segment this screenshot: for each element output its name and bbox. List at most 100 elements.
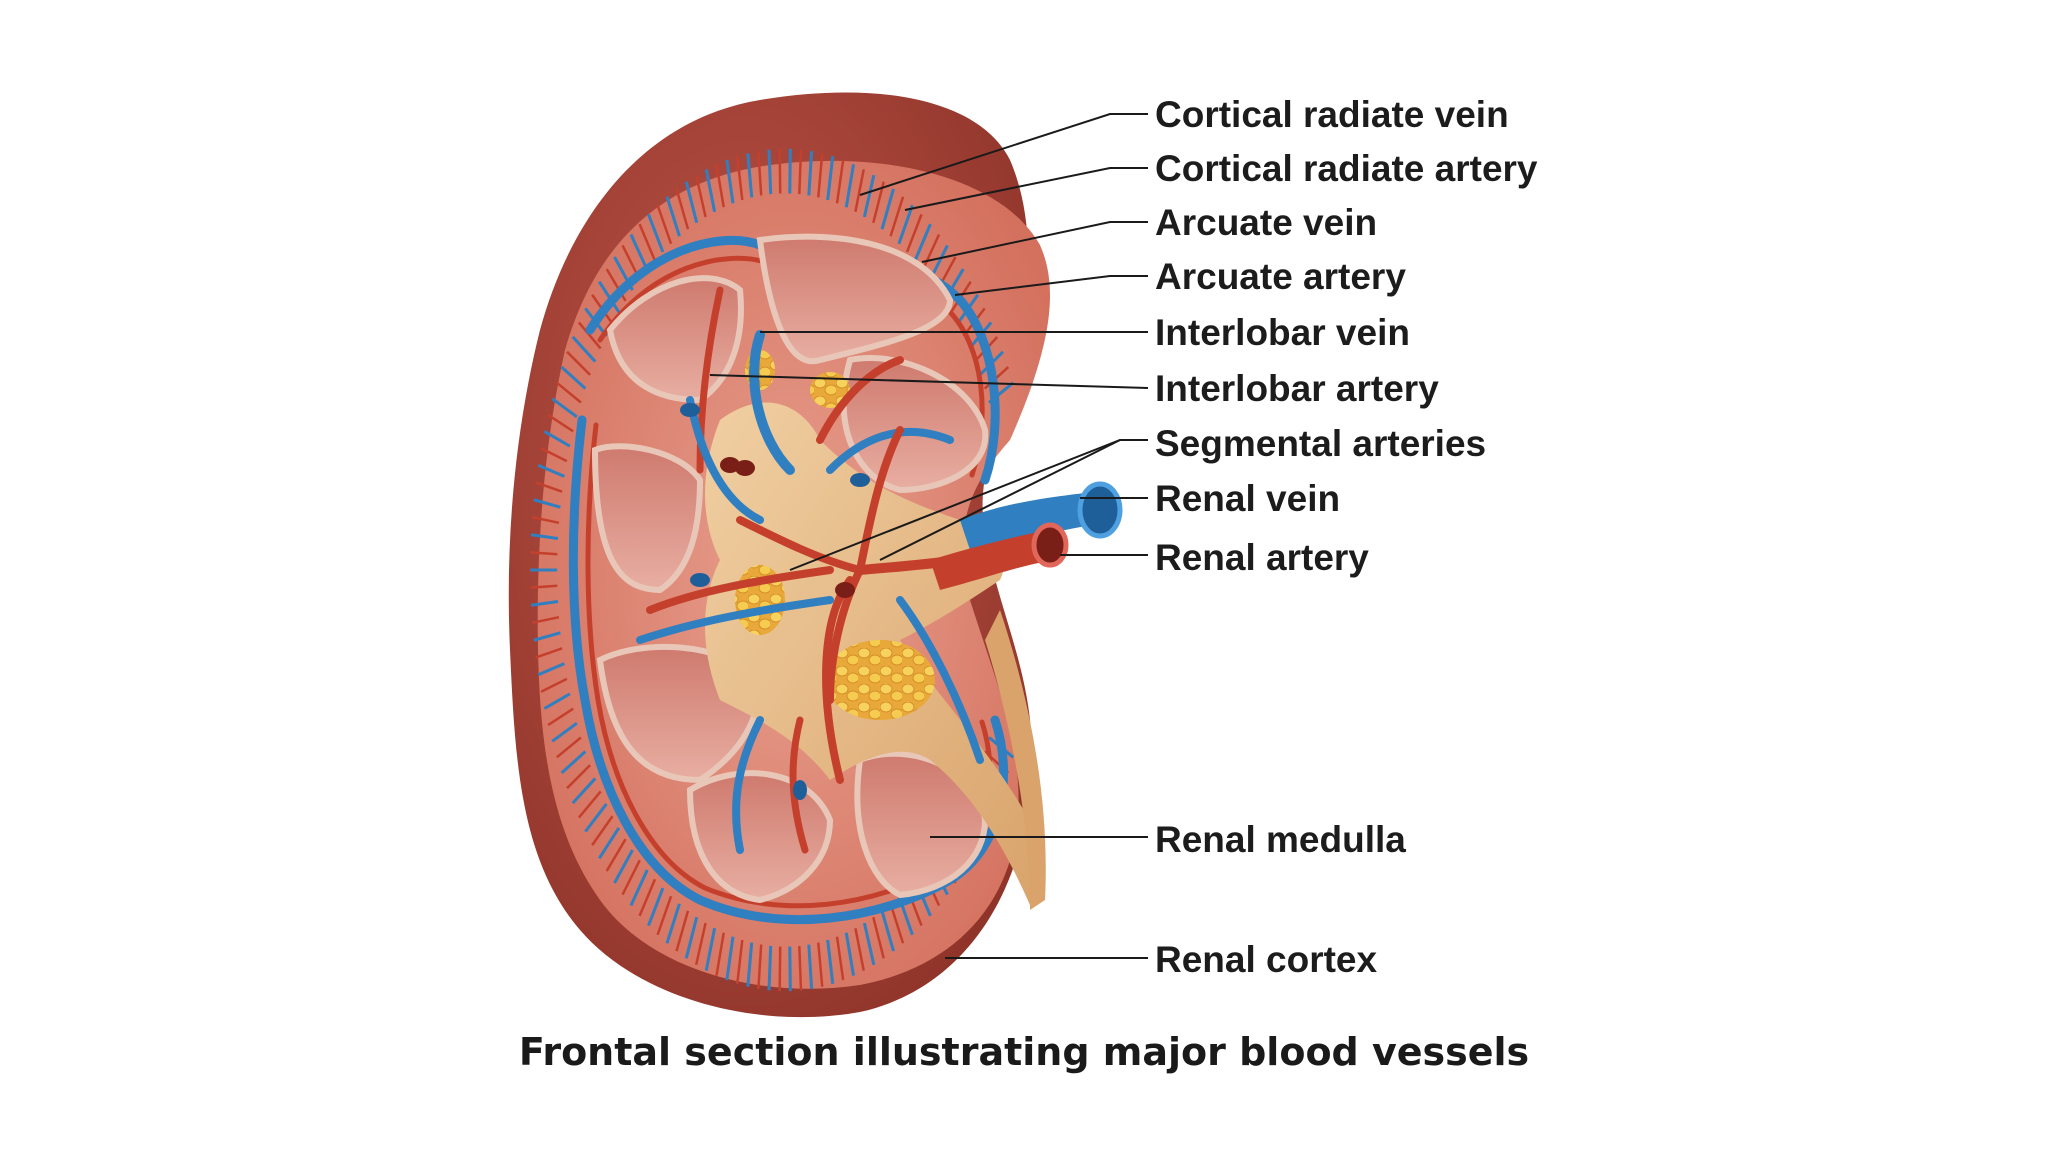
cortical-radiate-vessel xyxy=(629,869,649,907)
cortical-radiate-vessel xyxy=(788,946,792,992)
cortical-radiate-vessel xyxy=(537,662,565,677)
cortical-radiate-vessel xyxy=(551,721,578,743)
cortical-radiate-vessel xyxy=(844,932,855,976)
cortical-radiate-vessel xyxy=(807,151,814,196)
cortical-radiate-vessel xyxy=(880,188,895,230)
cortical-radiate-vessel xyxy=(736,939,744,984)
cortical-radiate-vessel xyxy=(530,551,558,556)
cortical-radiate-vessel xyxy=(638,223,657,262)
cortical-radiate-vessel xyxy=(577,321,602,350)
cortical-radiate-vessel xyxy=(571,335,597,363)
cortical-radiate-vessel xyxy=(725,159,735,204)
cortical-radiate-vessel xyxy=(530,584,558,589)
cortical-radiate-vessel xyxy=(547,707,574,727)
cortical-radiate-vessel xyxy=(547,413,574,433)
cortical-radiate-vessel xyxy=(537,463,565,478)
cortical-radiate-vessel xyxy=(835,159,845,204)
cortical-radiate-vessel xyxy=(560,750,587,775)
cortical-radiate-vessel xyxy=(533,631,561,642)
cortical-radiate-vessel xyxy=(778,946,782,992)
cortical-radiate-vessel xyxy=(621,859,641,896)
cortical-radiate-vessel xyxy=(826,156,835,201)
cortical-radiate-vessel xyxy=(613,849,634,884)
renal-sinus xyxy=(705,350,1046,910)
cortical-radiate-vessel xyxy=(715,164,725,208)
cortical-radiate-vessel xyxy=(835,936,845,981)
cortical-radiate-vessel xyxy=(889,903,905,944)
cortical-radiate-vessel xyxy=(540,677,568,693)
cortical-radiate-vessel xyxy=(555,381,582,404)
cortical-radiate-vessel xyxy=(694,174,707,218)
cortical-radiate-vessel xyxy=(725,936,735,981)
cortical-radiate-vessel xyxy=(817,942,824,987)
cortical-radiate-vessel xyxy=(566,764,591,790)
cortical-radiate-vessel xyxy=(880,910,895,952)
label-cortical-radiate-artery: Cortical radiate artery xyxy=(1155,148,1538,189)
cortical-radiate-vessel xyxy=(551,397,578,419)
cortical-radiate-vessel xyxy=(543,692,571,710)
cortical-radiate-vessel xyxy=(798,149,803,195)
cortical-radiate-vessel xyxy=(530,600,559,607)
cortical-radiate-vessel xyxy=(571,777,597,805)
cortical-radiate-vessel xyxy=(531,515,560,525)
cortical-radiate-vessel xyxy=(684,181,699,224)
renal-hilum-vessels xyxy=(930,481,1123,590)
cortical-radiate-vessel xyxy=(531,615,560,625)
cortical-radiate-vessel xyxy=(629,233,649,271)
leader-arcuate-artery xyxy=(954,275,1148,296)
cortical-radiate-vessel xyxy=(746,942,754,987)
cortical-radiate-vessel xyxy=(862,174,876,218)
cortical-radiate-vessel xyxy=(817,153,824,198)
cortical-radiate-vessel xyxy=(684,916,699,959)
label-renal-artery: Renal artery xyxy=(1155,537,1369,578)
cortical-radiate-vessel xyxy=(913,223,932,262)
label-cortical-radiate-vein: Cortical radiate vein xyxy=(1155,94,1509,135)
cortical-radiate-vessel xyxy=(597,827,621,860)
label-segmental-arteries: Segmental arteries xyxy=(1155,423,1487,464)
cortical-radiate-vessel xyxy=(675,910,690,952)
cortical-radiate-vessel xyxy=(862,922,876,966)
leader-lines xyxy=(709,113,1149,959)
cortical-radiate-vessel xyxy=(905,213,923,253)
cortical-radiate-vessel xyxy=(854,169,865,213)
leader-cortical-radiate-artery xyxy=(904,167,1148,211)
label-interlobar-vein: Interlobar vein xyxy=(1155,312,1410,353)
cortical-radiate-vessel xyxy=(540,447,568,463)
label-renal-vein: Renal vein xyxy=(1155,478,1341,519)
cortical-radiate-vessel xyxy=(535,481,563,493)
cortical-radiate-vessel xyxy=(807,944,814,989)
figure-caption: Frontal section illustrating major blood… xyxy=(518,1030,1530,1074)
cortical-radiate-vessel xyxy=(647,213,665,253)
cortical-radiate-vessel xyxy=(656,204,673,245)
leader-arcuate-vein xyxy=(921,221,1148,263)
cortical-radiate-vessel xyxy=(704,927,717,971)
cortical-radiate-vessel xyxy=(605,838,627,872)
cortical-radiate-vessel xyxy=(638,878,657,917)
leader-cortical-radiate-vein xyxy=(859,113,1148,196)
cortical-radiate-vessel xyxy=(778,148,782,194)
leader-segmental-arteries-b xyxy=(879,439,1121,561)
cortical-radiate-vessel xyxy=(889,196,905,237)
cortical-radiate-vessel xyxy=(577,790,602,819)
label-renal-medulla: Renal medulla xyxy=(1155,819,1406,860)
cortical-radiate-vessel xyxy=(757,151,763,196)
cortical-radiate-vessel xyxy=(647,887,665,927)
label-arcuate-vein: Arcuate vein xyxy=(1155,202,1378,243)
cortical-radiate-vessel xyxy=(675,188,690,230)
cortical-radiate-vessel xyxy=(533,498,561,509)
cortical-radiate-vessel xyxy=(897,204,914,245)
cortical-radiate-vessel xyxy=(704,169,717,213)
cortical-radiate-vessel xyxy=(584,803,608,833)
cortical-radiate-vessel xyxy=(535,647,563,659)
cortical-radiate-vessel xyxy=(746,153,754,198)
cortical-radiate-vessel xyxy=(767,945,773,991)
cortical-radiate-vessel xyxy=(826,939,835,984)
label-interlobar-artery: Interlobar artery xyxy=(1155,368,1439,409)
cortical-radiate-vessel xyxy=(591,815,614,846)
cortical-radiate-vessel xyxy=(767,149,773,195)
cortical-radiate-vessel xyxy=(854,927,865,971)
label-arcuate-artery: Arcuate artery xyxy=(1155,256,1406,297)
cortical-radiate-vessel xyxy=(530,533,559,540)
